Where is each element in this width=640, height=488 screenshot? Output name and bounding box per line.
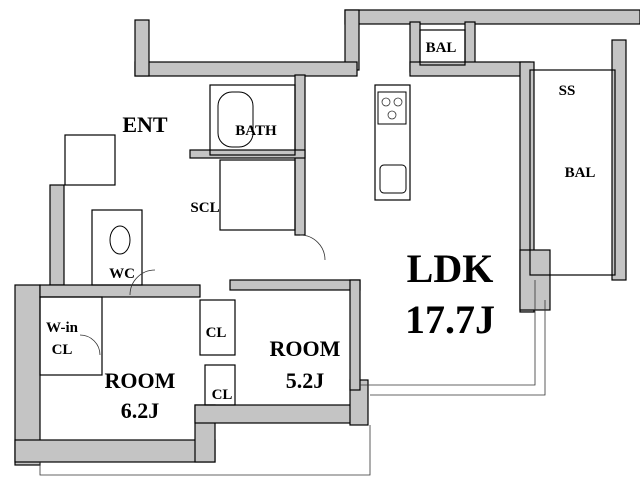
label-wc: WC <box>109 266 135 282</box>
label-win-cl-2: CL <box>52 342 73 358</box>
label-room2-size: 6.2J <box>121 398 160 423</box>
label-bal-top: BAL <box>426 40 457 56</box>
label-cl-1: CL <box>206 325 227 341</box>
label-ss: SS <box>559 83 576 99</box>
label-room2-name: ROOM <box>105 368 176 393</box>
label-room1-size: 5.2J <box>286 368 325 393</box>
walls <box>14 9 640 466</box>
label-win-cl-1: W-in <box>46 320 79 336</box>
room-outlines <box>39 29 616 476</box>
label-bal-right: BAL <box>565 165 596 181</box>
label-room1-name: ROOM <box>270 336 341 361</box>
label-ldk-name: LDK <box>407 246 494 291</box>
label-ldk-size: 17.7J <box>405 297 495 342</box>
label-ent: ENT <box>122 112 168 137</box>
label-scl: SCL <box>190 200 219 216</box>
label-cl-2: CL <box>212 387 233 403</box>
label-bath: BATH <box>235 123 277 139</box>
